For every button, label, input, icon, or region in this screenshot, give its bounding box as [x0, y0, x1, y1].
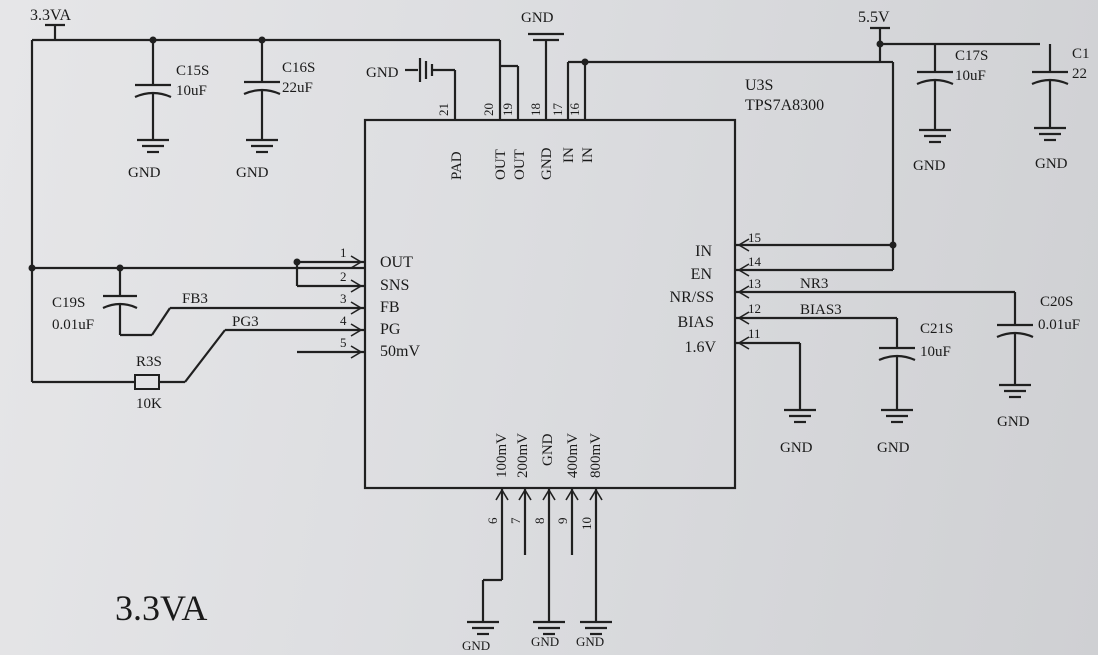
pin-name: 1.6V — [684, 339, 716, 356]
gnd-label: GND — [913, 158, 946, 174]
left-pins: 1 2 3 4 5 OUT SNS FB PG 50mV — [32, 245, 420, 360]
gnd-label: GND — [780, 440, 813, 456]
pin-name: EN — [691, 266, 713, 283]
pin-name: 200mV — [515, 433, 531, 478]
pin-num: 6 — [485, 517, 500, 524]
pin-name: IN — [695, 243, 712, 260]
pin-num: 13 — [748, 276, 761, 291]
net-label-bias3: BIAS3 — [800, 302, 842, 318]
pin-name: 400mV — [565, 433, 581, 478]
c15s-ref: C15S — [176, 63, 209, 79]
pin-name: OUT — [380, 254, 413, 271]
capacitor-c15s: C15S 10uF GND — [128, 40, 209, 181]
pin-num: 14 — [748, 254, 762, 269]
rail-label-3v3: 3.3VA — [30, 7, 71, 24]
pin-name: GND — [540, 433, 556, 466]
pin-num: 2 — [340, 269, 347, 284]
pin-num: 17 — [550, 103, 565, 117]
gnd-label: GND — [576, 634, 604, 649]
pin-num: 5 — [340, 335, 347, 350]
gnd-label: GND — [877, 440, 910, 456]
pin-name: OUT — [493, 149, 509, 180]
c16s-ref: C16S — [282, 60, 315, 76]
pin-name: FB — [380, 299, 400, 316]
net-label-pg3: PG3 — [232, 314, 259, 330]
c17s-ref: C17S — [955, 48, 988, 64]
pin-num: 8 — [532, 518, 547, 525]
c15s-value: 10uF — [176, 83, 207, 99]
pin-name: PG — [380, 321, 401, 338]
pin-name: OUT — [512, 149, 528, 180]
pin-name: 50mV — [380, 343, 420, 360]
pin-num: 4 — [340, 313, 347, 328]
gnd-label: GND — [236, 165, 269, 181]
gnd-label: GND — [1035, 156, 1068, 172]
c19s-ref: C19S — [52, 295, 85, 311]
pin-num: 18 — [528, 103, 543, 116]
c19s-value: 0.01uF — [52, 317, 94, 333]
schematic-title: 3.3VA — [115, 588, 207, 628]
pin-num: 15 — [748, 230, 761, 245]
gnd-label: GND — [128, 165, 161, 181]
pin-num: 11 — [748, 326, 761, 341]
pin-num: 9 — [555, 518, 570, 525]
pin-name: GND — [539, 147, 555, 180]
pad-gnd-label: GND — [366, 65, 399, 81]
pad-ground: GND — [366, 58, 457, 120]
ic-ref: U3S — [745, 77, 773, 94]
pin-num: 3 — [340, 291, 347, 306]
capacitor-c21s: C21S 10uF GND — [877, 321, 953, 456]
pin-num: 7 — [508, 517, 523, 524]
gnd-label: GND — [997, 414, 1030, 430]
pin-num: 19 — [500, 103, 515, 116]
capacitor-c20s: C20S 0.01uF GND — [996, 294, 1080, 430]
c21s-value: 10uF — [920, 344, 951, 360]
pin-num: 10 — [579, 517, 594, 530]
r3s-value: 10K — [136, 396, 162, 412]
pin-num: 1 — [340, 245, 347, 260]
top-gnd-label: GND — [521, 10, 554, 26]
gnd-label: GND — [531, 634, 559, 649]
c20s-ref: C20S — [1040, 294, 1073, 310]
capacitor-c18: C1 22 GND — [1031, 44, 1090, 172]
top-pins: 21 20 19 18 17 16 PAD OUT OUT GND IN IN — [436, 103, 596, 181]
c18-value: 22 — [1072, 66, 1087, 82]
right-pins: 15 14 13 12 11 IN EN NR/SS BIAS 1.6V NR3… — [670, 230, 1017, 456]
pin-name: PAD — [449, 151, 465, 180]
pin-name: 100mV — [494, 433, 510, 478]
pin-name: SNS — [380, 277, 409, 294]
bottom-pins: 100mV 200mV GND 400mV 800mV 6 7 8 9 10 G… — [462, 433, 612, 653]
pin-num: 16 — [567, 103, 582, 117]
top-ground: GND — [521, 10, 564, 120]
c16s-value: 22uF — [282, 80, 313, 96]
capacitor-c16s: C16S 22uF GND — [236, 40, 315, 181]
ic-part-number: TPS7A8300 — [745, 97, 824, 114]
pin-num: 21 — [436, 103, 451, 116]
pin-name: IN — [580, 147, 596, 163]
pin-name: NR/SS — [670, 289, 714, 306]
pin-name: 800mV — [588, 433, 604, 478]
net-label-fb3: FB3 — [182, 291, 208, 307]
c21s-ref: C21S — [920, 321, 953, 337]
net-label-nr3: NR3 — [800, 276, 828, 292]
r3s-ref: R3S — [136, 354, 162, 370]
pin-num: 20 — [481, 103, 496, 116]
c17s-value: 10uF — [955, 68, 986, 84]
rail-label-5v5: 5.5V — [858, 9, 890, 26]
c20s-value: 0.01uF — [1038, 317, 1080, 333]
capacitor-c17s: C17S 10uF GND — [913, 44, 988, 174]
pin-name: BIAS — [678, 314, 714, 331]
resistor-r3s: R3S 10K — [32, 329, 226, 412]
c18-ref: C1 — [1072, 46, 1090, 62]
capacitor-c19s: C19S 0.01uF — [52, 268, 171, 337]
gnd-label: GND — [462, 638, 490, 653]
pin-num: 12 — [748, 301, 761, 316]
pin-name: IN — [561, 147, 577, 163]
